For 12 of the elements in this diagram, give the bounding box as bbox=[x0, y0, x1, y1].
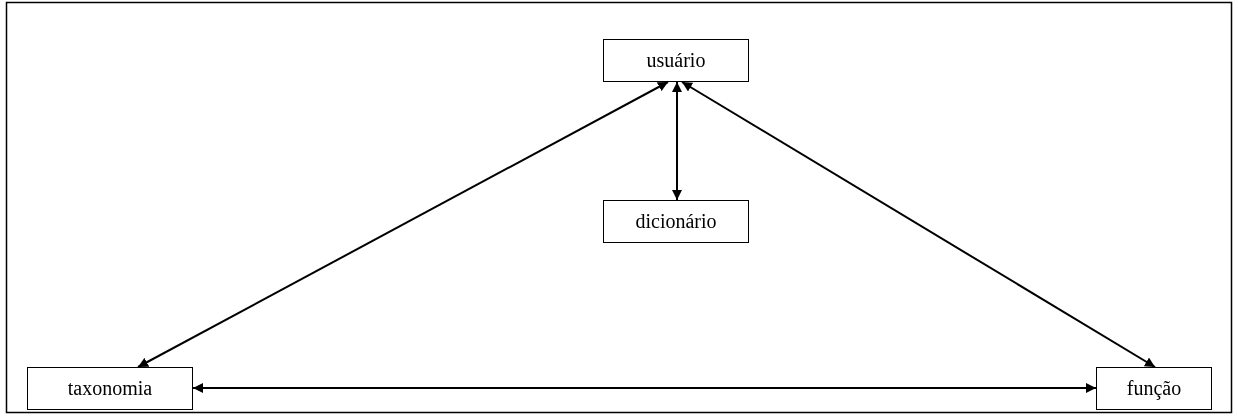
process-box bbox=[603, 200, 749, 243]
arrow bbox=[681, 81, 1156, 368]
box-label: dicionário bbox=[635, 210, 717, 233]
box-label: usuário bbox=[646, 49, 706, 72]
process-box bbox=[27, 367, 193, 410]
arrow bbox=[137, 81, 669, 368]
box-label: taxonomia bbox=[67, 377, 153, 400]
process-box bbox=[603, 39, 749, 82]
box-label: função bbox=[1126, 377, 1182, 400]
arrow bbox=[192, 383, 1097, 393]
arrow bbox=[672, 81, 682, 201]
process-box bbox=[1096, 367, 1212, 410]
